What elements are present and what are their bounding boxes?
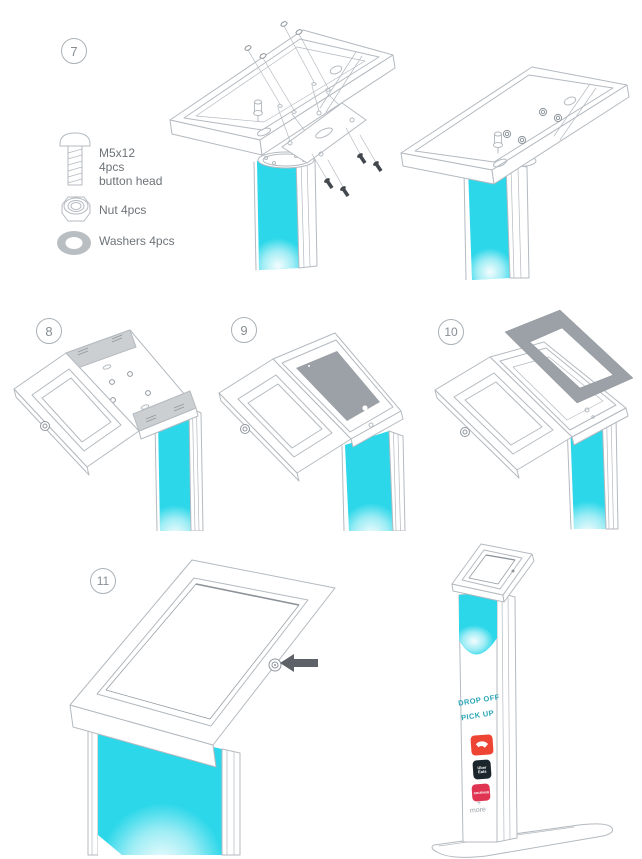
step11-closed-enclosure [69,559,336,768]
step10-bezel-frame [504,309,634,404]
step-8-badge: 8 [36,318,62,344]
nut-part-label: Nut 4pcs [99,203,146,217]
step11-arrow-icon [280,654,318,672]
step7-enclosure-tray [169,29,396,156]
kiosk-head-lock-icon [511,569,515,573]
step-8-number: 8 [45,323,53,339]
step8-lid-lock-icon [40,421,50,431]
step7-exploded-view-figure [169,21,396,271]
step8-figure [13,329,204,531]
step7-bottom-bolts [311,127,383,198]
step-11-number: 11 [96,574,110,588]
step11-figure [69,559,336,856]
kiosk-head-enclosure [451,543,535,603]
step7-top-screws [244,21,329,111]
step7b-enclosure-tray [400,66,630,185]
final-kiosk-figure [431,543,614,858]
uber-eats-app-icon: Uber Eats [472,759,492,780]
kiosk-more-plus-text: + [476,800,482,807]
step10-figure [434,309,634,530]
grubhub-label: GRUBHUB [473,790,489,795]
step9-figure [218,332,406,531]
doordash-logo-icon [475,741,488,748]
step7b-nuts [502,107,563,145]
grubhub-app-icon: GRUBHUB [471,783,491,802]
step7-mounting-plate [277,85,367,164]
uber-eats-label-line2: Eats [477,768,487,774]
screw-size-text: M5x12 [99,146,136,160]
screw-part-label: M5x12 4pcs button head [99,146,162,188]
step-9-badge: 9 [231,317,257,343]
screw-type-text: button head [99,174,163,188]
washer-part-label: Washers 4pcs [99,234,175,248]
step7-lock-mechanism [253,99,263,122]
step9-tablet [296,351,380,421]
step9-tablet-home-button [362,405,368,411]
screw-qty-text: 4pcs [99,160,125,174]
step7b-lock-mechanism [493,131,503,154]
nut-icon [61,196,91,222]
kiosk-base-plate [431,823,614,858]
button-head-screw-icon [59,132,91,186]
step-9-number: 9 [240,322,248,338]
step8-post-cyan-panel [158,407,191,531]
step9-lid-lock-icon [240,424,250,434]
step10-open-lid [434,356,573,479]
step9-open-lid [218,358,352,482]
step-10-number: 10 [444,325,458,339]
step-11-badge: 11 [90,568,116,594]
step10-lid-lock-icon [460,427,470,437]
step7-assembled-view-figure [400,66,630,280]
step-7-badge: 7 [61,38,87,64]
washer-icon [57,231,91,255]
nut-qty-text: Nut 4pcs [99,203,147,217]
step-10-badge: 10 [438,319,464,345]
step8-open-lid [13,352,140,476]
step-7-number: 7 [70,43,78,59]
doordash-app-icon [470,734,494,756]
washer-qty-text: Washers 4pcs [99,234,175,248]
step8-enclosure-base [65,329,199,440]
step9-enclosure-base [272,332,404,448]
